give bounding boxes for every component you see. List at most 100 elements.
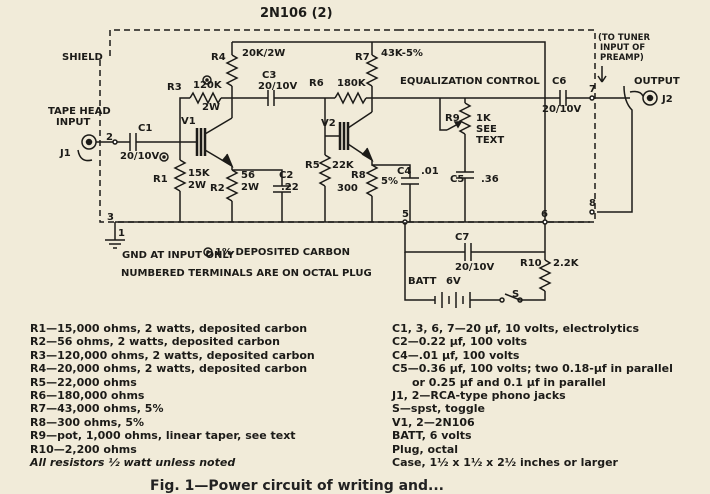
parts-left-item: R2—56 ohms, 2 watts, deposited carbon — [30, 335, 280, 349]
c2-value: .22 — [281, 182, 299, 193]
r1-resistor — [173, 159, 187, 192]
r8-value: 300 — [337, 183, 358, 194]
gnd-note: GND AT INPUT ONLY — [122, 250, 235, 261]
supply-rail — [232, 41, 546, 228]
r3-label: R3 — [167, 82, 182, 93]
parts-list-left: R1—15,000 ohms, 2 watts, deposited carbo… — [30, 322, 315, 469]
parts-left-item: R1—15,000 ohms, 2 watts, deposited carbo… — [30, 322, 308, 335]
parts-left-item: R8—300 ohms, 5% — [30, 415, 144, 429]
parts-right-item: Plug, octal — [392, 442, 459, 456]
r1-value: 15K — [188, 168, 210, 179]
r1-label: R1 — [153, 174, 168, 185]
r6-label: R6 — [309, 78, 324, 89]
r6-value: 180K — [337, 78, 366, 89]
r3-watts: 2W — [202, 102, 220, 113]
r3-value: 120K — [193, 80, 222, 91]
terminal-8: 8 — [589, 198, 596, 209]
c4-label: C4 — [397, 166, 412, 177]
r5-label: R5 — [305, 160, 320, 171]
terminal-5: 5 — [402, 209, 409, 220]
c3-label: C3 — [262, 70, 277, 81]
c4-capacitor — [401, 177, 419, 185]
r8-label: R8 — [351, 170, 366, 181]
c7-capacitor — [464, 243, 472, 261]
j1-label: J1 — [60, 148, 71, 159]
terminal-2: 2 — [106, 132, 113, 143]
c6-label: C6 — [552, 76, 567, 87]
v2-transistor — [338, 122, 350, 150]
input-label-1: TAPE HEAD — [48, 106, 111, 117]
c1-label: C1 — [138, 123, 153, 134]
parts-left-item: R7—43,000 ohms, 5% — [30, 402, 164, 416]
r7-resistor — [365, 54, 379, 87]
v2-label: V2 — [321, 118, 336, 129]
deposited-note: 1% DEPOSITED CARBON — [215, 247, 351, 258]
r8-resistor — [365, 164, 379, 197]
parts-right-item: Case, 1½ x 1½ x 2½ inches or larger — [392, 456, 618, 470]
r5-resistor — [318, 154, 332, 187]
terminal-7: 7 — [589, 84, 596, 95]
parts-right-item: C2—0.22 µf, 100 volts — [392, 335, 528, 349]
shield-box — [99, 29, 596, 223]
parts-left-item: R4—20,000 ohms, 2 watts, deposited carbo… — [30, 362, 308, 376]
battery-value: 6V — [446, 276, 461, 287]
r9-value-2: SEE — [476, 124, 497, 135]
terminal-1: 1 — [118, 228, 125, 239]
switch-label: S — [512, 289, 520, 300]
c5-label: C5 — [450, 174, 465, 185]
v1-transistor — [195, 128, 207, 156]
j2-label: J2 — [662, 94, 673, 105]
c4-value: .01 — [421, 166, 439, 177]
c2-label: C2 — [279, 170, 294, 181]
j2-jack — [642, 90, 658, 106]
r2-label: R2 — [210, 183, 225, 194]
r2-resistor — [225, 169, 239, 202]
parts-right-item: C5—0.36 µf, 100 volts; two 0.18-µf in pa… — [392, 362, 673, 376]
c1-value: 20/10V — [120, 151, 160, 162]
r4-resistor — [225, 54, 239, 87]
parts-left-item: R10—2,200 ohms — [30, 442, 137, 456]
parts-left-note: All resistors ½ watt unless noted — [30, 456, 236, 470]
r3-resistor — [189, 91, 222, 105]
parts-left-item: R3—120,000 ohms, 2 watts, deposited carb… — [30, 348, 315, 362]
parts-left-item: R5—22,000 ohms — [30, 375, 137, 389]
c1-capacitor — [129, 133, 137, 151]
r7-value: 43K-5% — [381, 48, 423, 59]
r1-watts: 2W — [188, 180, 206, 191]
parts-right-item: BATT, 6 volts — [392, 429, 472, 443]
battery — [434, 292, 471, 308]
c6-value: 20/10V — [542, 104, 582, 115]
tuner-note-3: PREAMP) — [600, 53, 644, 63]
parts-right-item: or 0.25 µf and 0.1 µf in parallel — [412, 375, 606, 389]
r9-label: R9 — [445, 113, 460, 124]
r4-label: R4 — [211, 52, 226, 63]
c7-label: C7 — [455, 232, 470, 243]
r10-value: 2.2K — [553, 258, 579, 269]
deposited-marker — [202, 75, 212, 85]
r9-potentiometer — [458, 102, 472, 135]
eq-label: EQUALIZATION CONTROL — [400, 76, 540, 87]
input-label-2: INPUT — [56, 117, 91, 128]
r7-label: R7 — [355, 52, 370, 63]
c3-value: 20/10V — [258, 81, 298, 92]
battery-label: BATT — [408, 276, 437, 287]
r9-value-1: 1K — [476, 113, 491, 124]
terminal-6: 6 — [541, 209, 548, 220]
r2-value: 56 — [241, 170, 255, 181]
c3-capacitor — [267, 90, 275, 106]
parts-left-item: R6—180,000 ohms — [30, 389, 145, 403]
diagram-title: 2N106 (2) — [260, 6, 333, 21]
r10-label: R10 — [520, 258, 542, 269]
r5-value: 22K — [332, 160, 354, 171]
tuner-note-2: INPUT OF — [600, 43, 646, 53]
terminals-note: NUMBERED TERMINALS ARE ON OCTAL PLUG — [121, 268, 372, 279]
parts-left-item: R9—pot, 1,000 ohms, linear taper, see te… — [30, 429, 296, 443]
r10-resistor — [538, 259, 552, 292]
r4-value: 20K/2W — [242, 48, 286, 59]
terminal-3: 3 — [107, 212, 114, 223]
output-label: OUTPUT — [634, 76, 680, 87]
parts-right-item: S—spst, toggle — [392, 402, 485, 416]
parts-right-item: C1, 3, 6, 7—20 µf, 10 volts, electrolyti… — [392, 322, 640, 335]
